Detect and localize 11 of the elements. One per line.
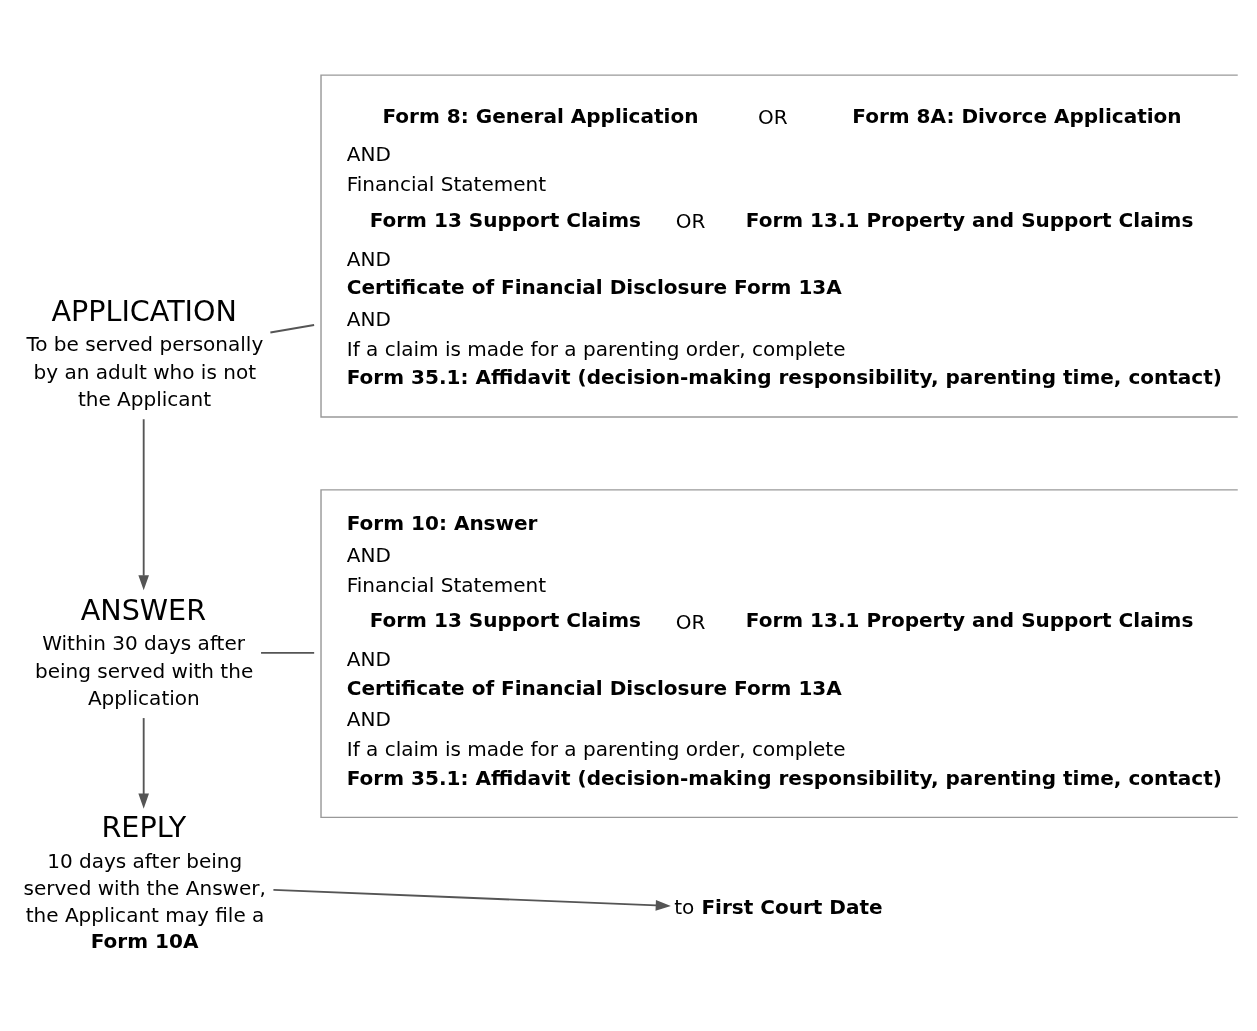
node-text: to First Court Date <box>674 894 883 919</box>
arrow <box>138 417 149 590</box>
node-text: REPLY 10 days after being served with the Answer, the Applicant may file a Form 10A <box>23 809 266 953</box>
node-text: APPLICATION To be served personally by an adult who is not the Applicant <box>26 293 264 411</box>
node-text: Form 10: Answer AND Financial Statement Form 13 Support Claims OR Form 13.1 Property and Support Claims AND Certificate of Financial Disclosure Form 13A AND If a claim is made for a parenting order, complete Form 35.1: Affidavit (decision-making responsibility, parenting time, contact) <box>346 510 1222 790</box>
arrow <box>138 716 149 809</box>
node-text: Form 8: General Application OR Form 8A: Divorce Application AND Financial Statement Form 13 Support Claims OR Form 13.1 Property and Support Claims AND Certificate of Financial Disclosure Form 13A AND If a claim is made for a parenting order, complete Form 35.1: Affidavit (decision-making responsibility, parenting time, contact) <box>346 103 1222 389</box>
node-text: ANSWER Within 30 days after being served with the Application <box>34 592 254 710</box>
connector <box>260 651 316 654</box>
connector <box>269 323 316 333</box>
arrow <box>272 888 671 911</box>
